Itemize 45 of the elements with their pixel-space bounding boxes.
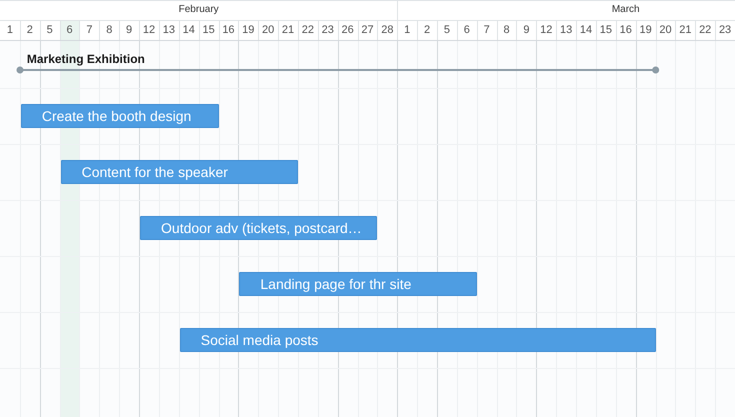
task-bar: Landing page for thr site	[239, 272, 477, 296]
day-label: 27	[361, 23, 374, 38]
day-label: 6	[464, 23, 470, 38]
day-label: 14	[182, 23, 195, 38]
day-label: 6	[66, 23, 73, 38]
day-label: 8	[503, 23, 510, 38]
task-bar: Create the booth design	[20, 104, 218, 128]
day-label: 14	[580, 23, 592, 38]
day-label: 20	[659, 23, 672, 38]
month-label: March	[612, 3, 640, 17]
day-label: 5	[46, 23, 53, 38]
day-label: 22	[302, 23, 314, 38]
day-label: 13	[162, 23, 175, 38]
day-label: 7	[86, 23, 92, 38]
day-label: 23	[718, 23, 732, 38]
day-label: 19	[639, 23, 652, 38]
day-label: 12	[142, 23, 156, 38]
day-label: 1	[6, 23, 13, 38]
day-label: 15	[202, 23, 215, 38]
task-bar: Outdoor adv (tickets, postcard…	[140, 216, 378, 240]
day-label: 21	[679, 23, 692, 38]
day-label: 20	[262, 23, 274, 38]
day-label: 21	[282, 23, 294, 38]
task-bar: Social media posts	[180, 328, 656, 352]
summary-task-label: Marketing Exhibition	[26, 52, 145, 66]
day-label: 26	[342, 23, 354, 38]
day-label: 22	[699, 23, 712, 38]
day-label: 8	[106, 23, 112, 38]
day-label: 9	[126, 23, 132, 38]
day-label: 16	[620, 23, 632, 38]
day-label: 28	[381, 23, 394, 38]
task-bar: Content for the speaker	[60, 160, 298, 184]
day-label: 23	[322, 23, 334, 38]
day-label: 5	[444, 23, 450, 38]
day-label: 1	[404, 23, 410, 38]
day-label: 12	[540, 23, 552, 38]
day-label: 15	[600, 23, 612, 38]
day-label: 9	[523, 23, 530, 38]
day-label: 13	[560, 23, 572, 38]
day-label: 7	[484, 23, 490, 38]
day-label: 2	[424, 23, 430, 38]
month-label: February	[178, 3, 219, 17]
day-label: 2	[26, 23, 33, 38]
day-label: 16	[222, 23, 235, 38]
day-label: 19	[242, 23, 254, 38]
